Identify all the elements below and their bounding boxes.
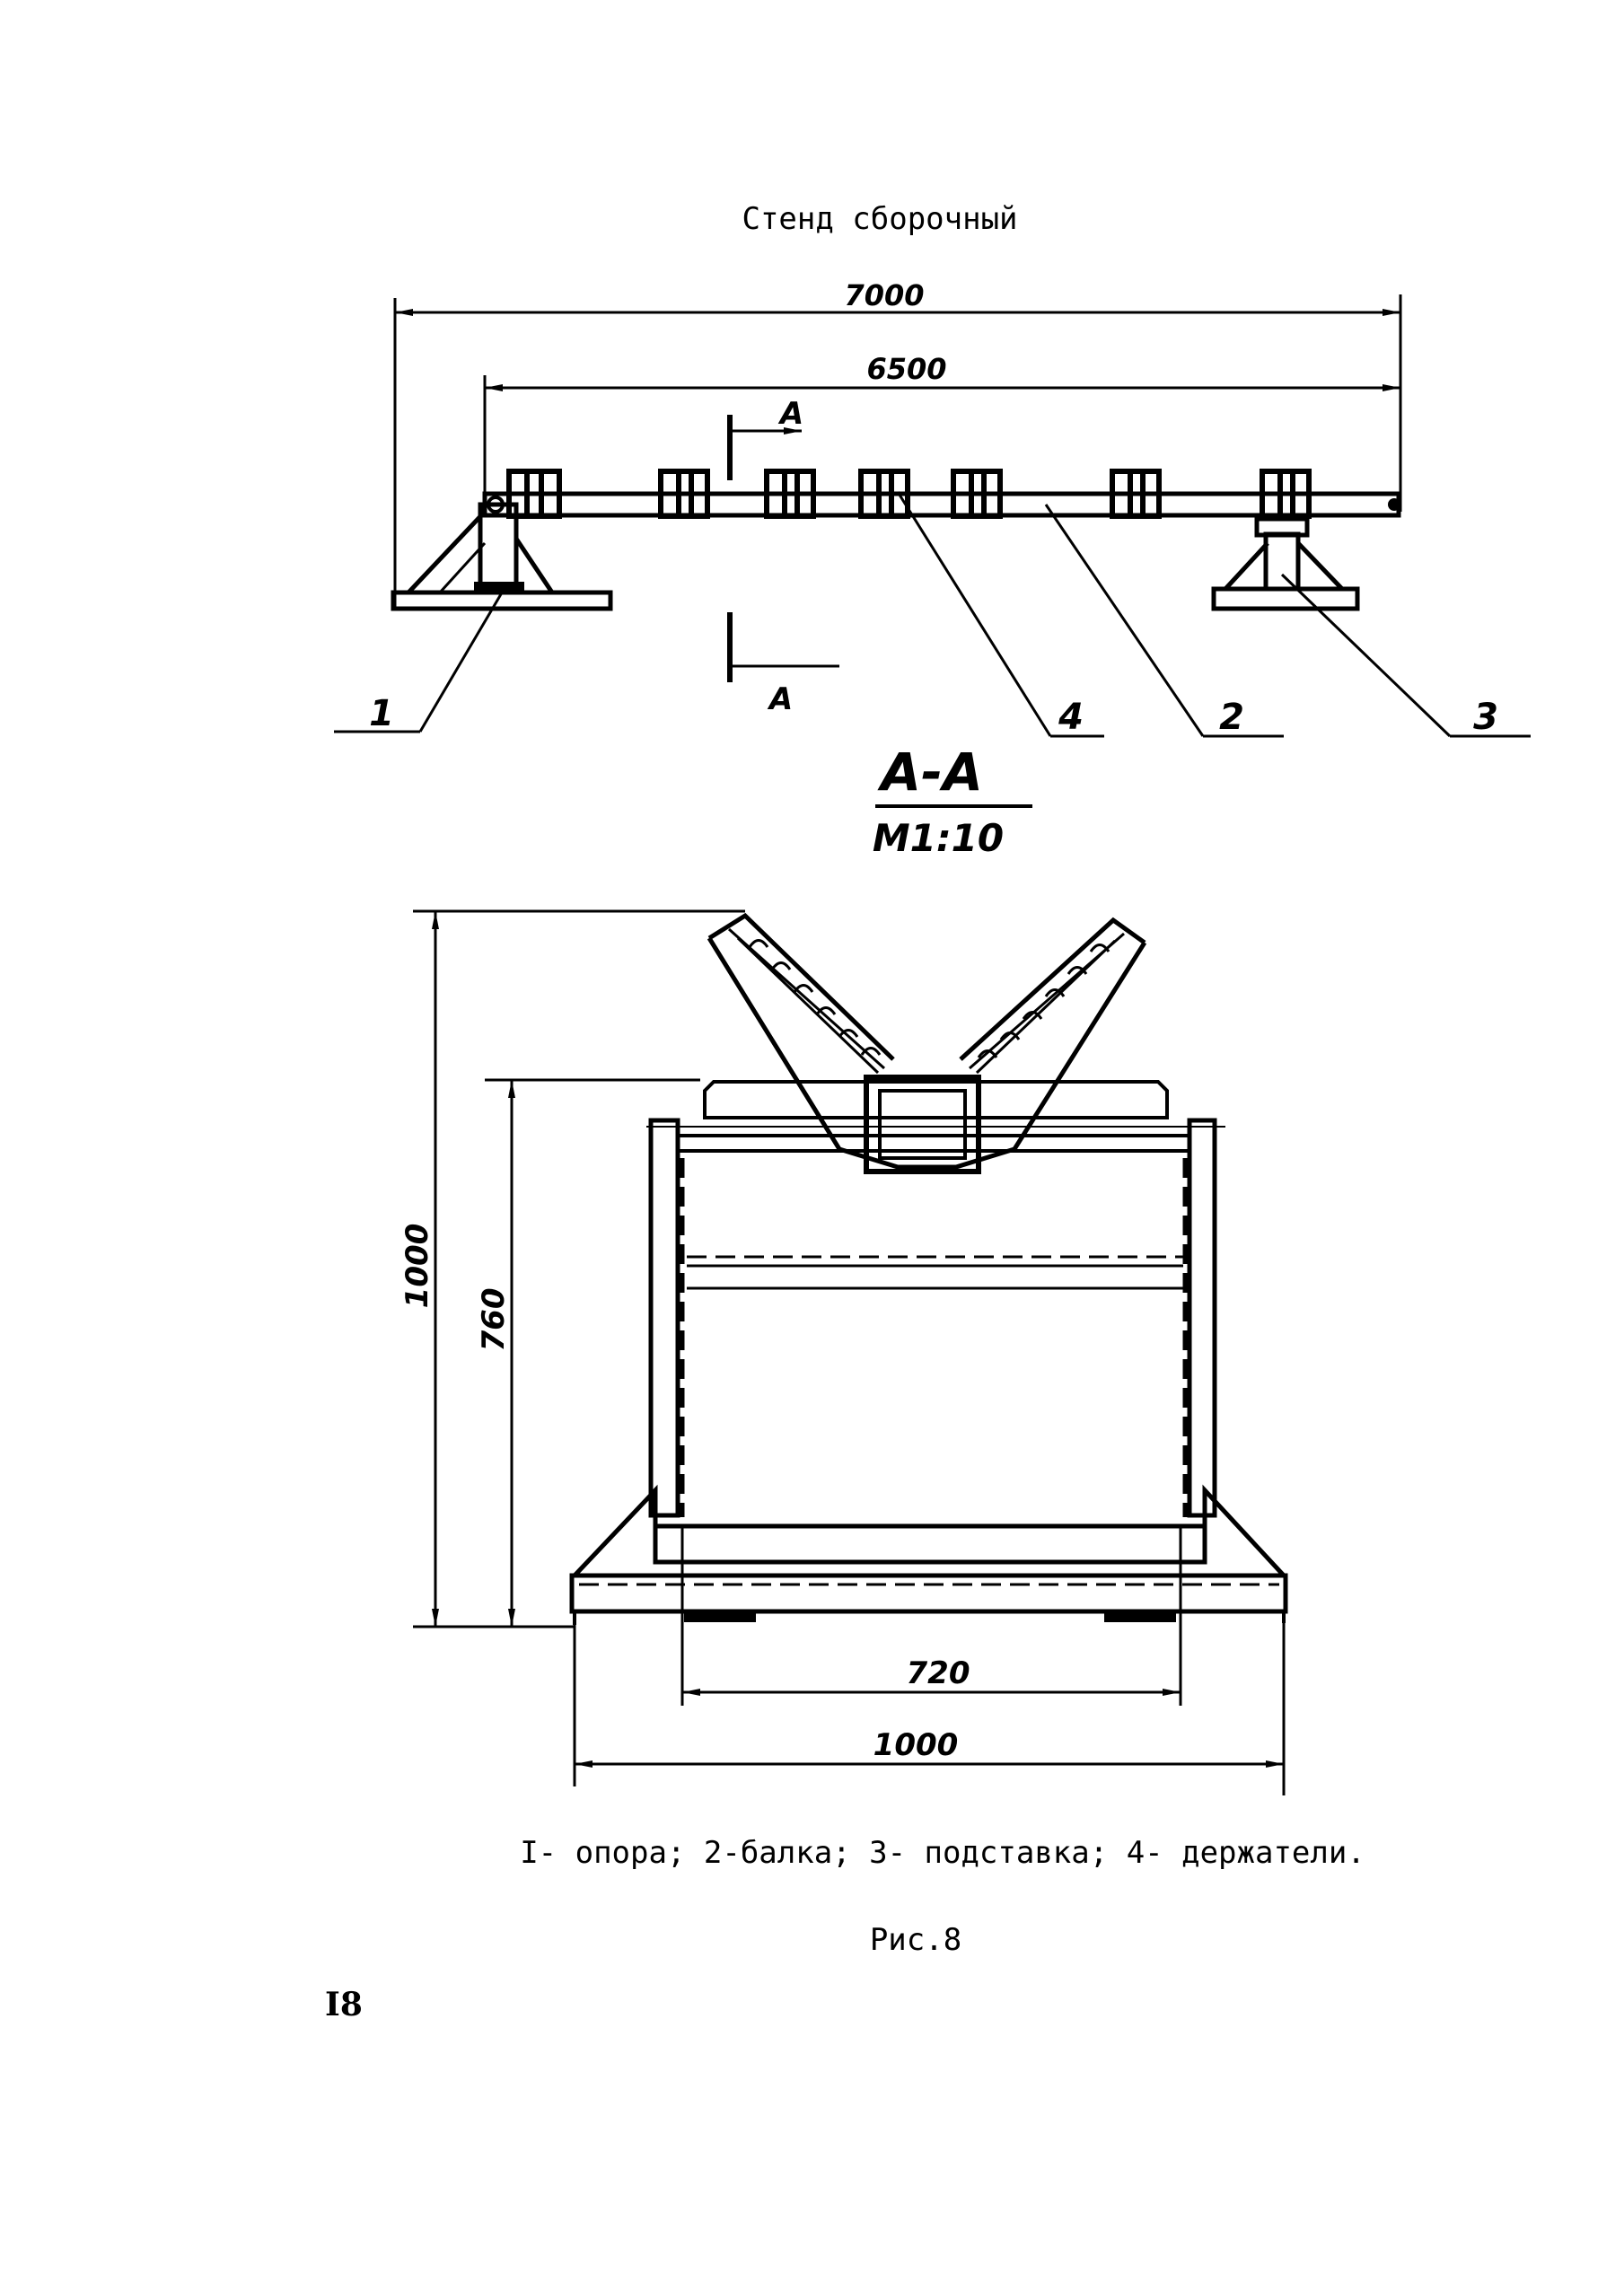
callout-label-4: 4 bbox=[1058, 697, 1084, 738]
section-label: A-A bbox=[877, 742, 983, 803]
section-letter-top: A bbox=[777, 396, 803, 432]
callout-1: 1 bbox=[334, 583, 509, 734]
page-number: I8 bbox=[325, 1986, 363, 2023]
callout-4: 4 bbox=[896, 491, 1104, 738]
dimension-width-720: 720 bbox=[907, 1655, 970, 1691]
section-scale: M1:10 bbox=[873, 816, 1004, 860]
section-letter-bottom: A bbox=[767, 681, 793, 717]
figure-caption: Рис.8 bbox=[870, 1922, 961, 1958]
callout-label-3: 3 bbox=[1473, 697, 1498, 738]
dimension-width-1000: 1000 bbox=[873, 1727, 959, 1763]
section-heading: A-A M1:10 bbox=[873, 742, 1032, 860]
drawing-title: Стенд сборочный bbox=[742, 201, 1017, 237]
dimension-6500: 6500 bbox=[866, 352, 946, 386]
dimension-7000: 7000 bbox=[844, 278, 924, 312]
stand-right bbox=[1211, 516, 1360, 611]
parts-legend: I- опора; 2-балка; 3- подставка; 4- держ… bbox=[520, 1835, 1365, 1871]
holders bbox=[506, 469, 1312, 519]
callout-2: 2 bbox=[1044, 504, 1284, 738]
callout-3: 3 bbox=[1280, 573, 1531, 738]
callout-label-2: 2 bbox=[1219, 697, 1244, 738]
dimension-height-1000: 1000 bbox=[399, 1224, 435, 1309]
callout-label-1: 1 bbox=[369, 693, 394, 734]
dimension-height-760: 760 bbox=[476, 1288, 512, 1352]
side-view: 7000 6500 bbox=[334, 278, 1531, 738]
section-mark-bottom: A bbox=[727, 612, 839, 717]
cross-section-view: 1000 760 bbox=[399, 909, 1288, 1795]
section-mark-top: A bbox=[727, 396, 803, 480]
